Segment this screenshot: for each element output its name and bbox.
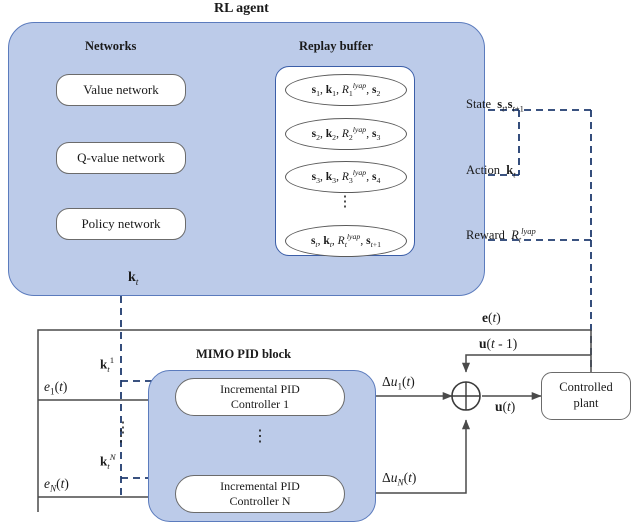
pid-controller-1-line2: Controller 1 [230,397,290,411]
action-feedback-label: Action kt [466,163,516,180]
policy-network-label: Policy network [81,216,161,231]
reward-feedback-label: Reward Rtlyap [466,226,536,245]
buffer-entry-3[interactable]: s3, k3, R3lyap, s4 [285,161,407,193]
action-signal-label: kt [128,270,139,288]
error-input-n-label: eN(t) [44,476,69,494]
buffer-entry-2-text: s2, k2, R2lyap, s3 [311,125,381,143]
plant-line1: Controlled [559,380,613,395]
delta-u-n-label: ΔuN(t) [382,470,417,488]
state-feedback-label: State st,st+1 [466,97,524,114]
q-value-network-label: Q-value network [77,150,165,165]
control-prev-label: u(t - 1) [479,336,518,351]
buffer-entry-t[interactable]: st, kt, Rtlyap, st+1 [285,225,407,257]
mimo-pid-title: MIMO PID block [196,347,292,361]
value-network-node[interactable]: Value network [56,74,186,106]
buffer-ellipsis: ⋮ [337,194,353,210]
buffer-entry-2[interactable]: s2, k2, R2lyap, s3 [285,118,407,150]
buffer-entry-3-text: s3, k3, R3lyap, s4 [311,168,381,186]
replay-buffer-title: Replay buffer [299,39,373,53]
mimo-ellipsis: ⋮ [252,428,268,445]
pid-controller-1[interactable]: Incremental PID Controller 1 [175,378,345,416]
gain-input-n-label: ktN [100,452,116,471]
gain-ellipsis: ⋮ [115,420,131,436]
delta-u-1-label: Δu1(t) [382,374,415,392]
gain-input-1-label: kt1 [100,355,115,374]
networks-title: Networks [85,39,137,53]
error-ellipsis: ⋮ [113,428,129,445]
controlled-plant-block[interactable]: Controlled plant [541,372,631,420]
buffer-entry-1-text: s1, k1, R1lyap, s2 [311,81,381,99]
q-value-network-node[interactable]: Q-value network [56,142,186,174]
pid-controller-n-line2: Controller N [229,494,291,508]
error-vector-label: e(t) [482,310,501,325]
buffer-entry-1[interactable]: s1, k1, R1lyap, s2 [285,74,407,106]
control-label: u(t) [495,399,516,414]
buffer-entry-t-text: st, kt, Rtlyap, st+1 [310,232,382,250]
value-network-label: Value network [83,82,159,97]
plant-line2: plant [573,396,599,410]
error-input-1-label: e1(t) [44,379,68,397]
pid-controller-n-line1: Incremental PID [220,479,300,493]
policy-network-node[interactable]: Policy network [56,208,186,240]
page-title: RL agent [214,1,269,16]
pid-controller-n[interactable]: Incremental PID Controller N [175,475,345,513]
pid-controller-1-line1: Incremental PID [220,382,300,396]
